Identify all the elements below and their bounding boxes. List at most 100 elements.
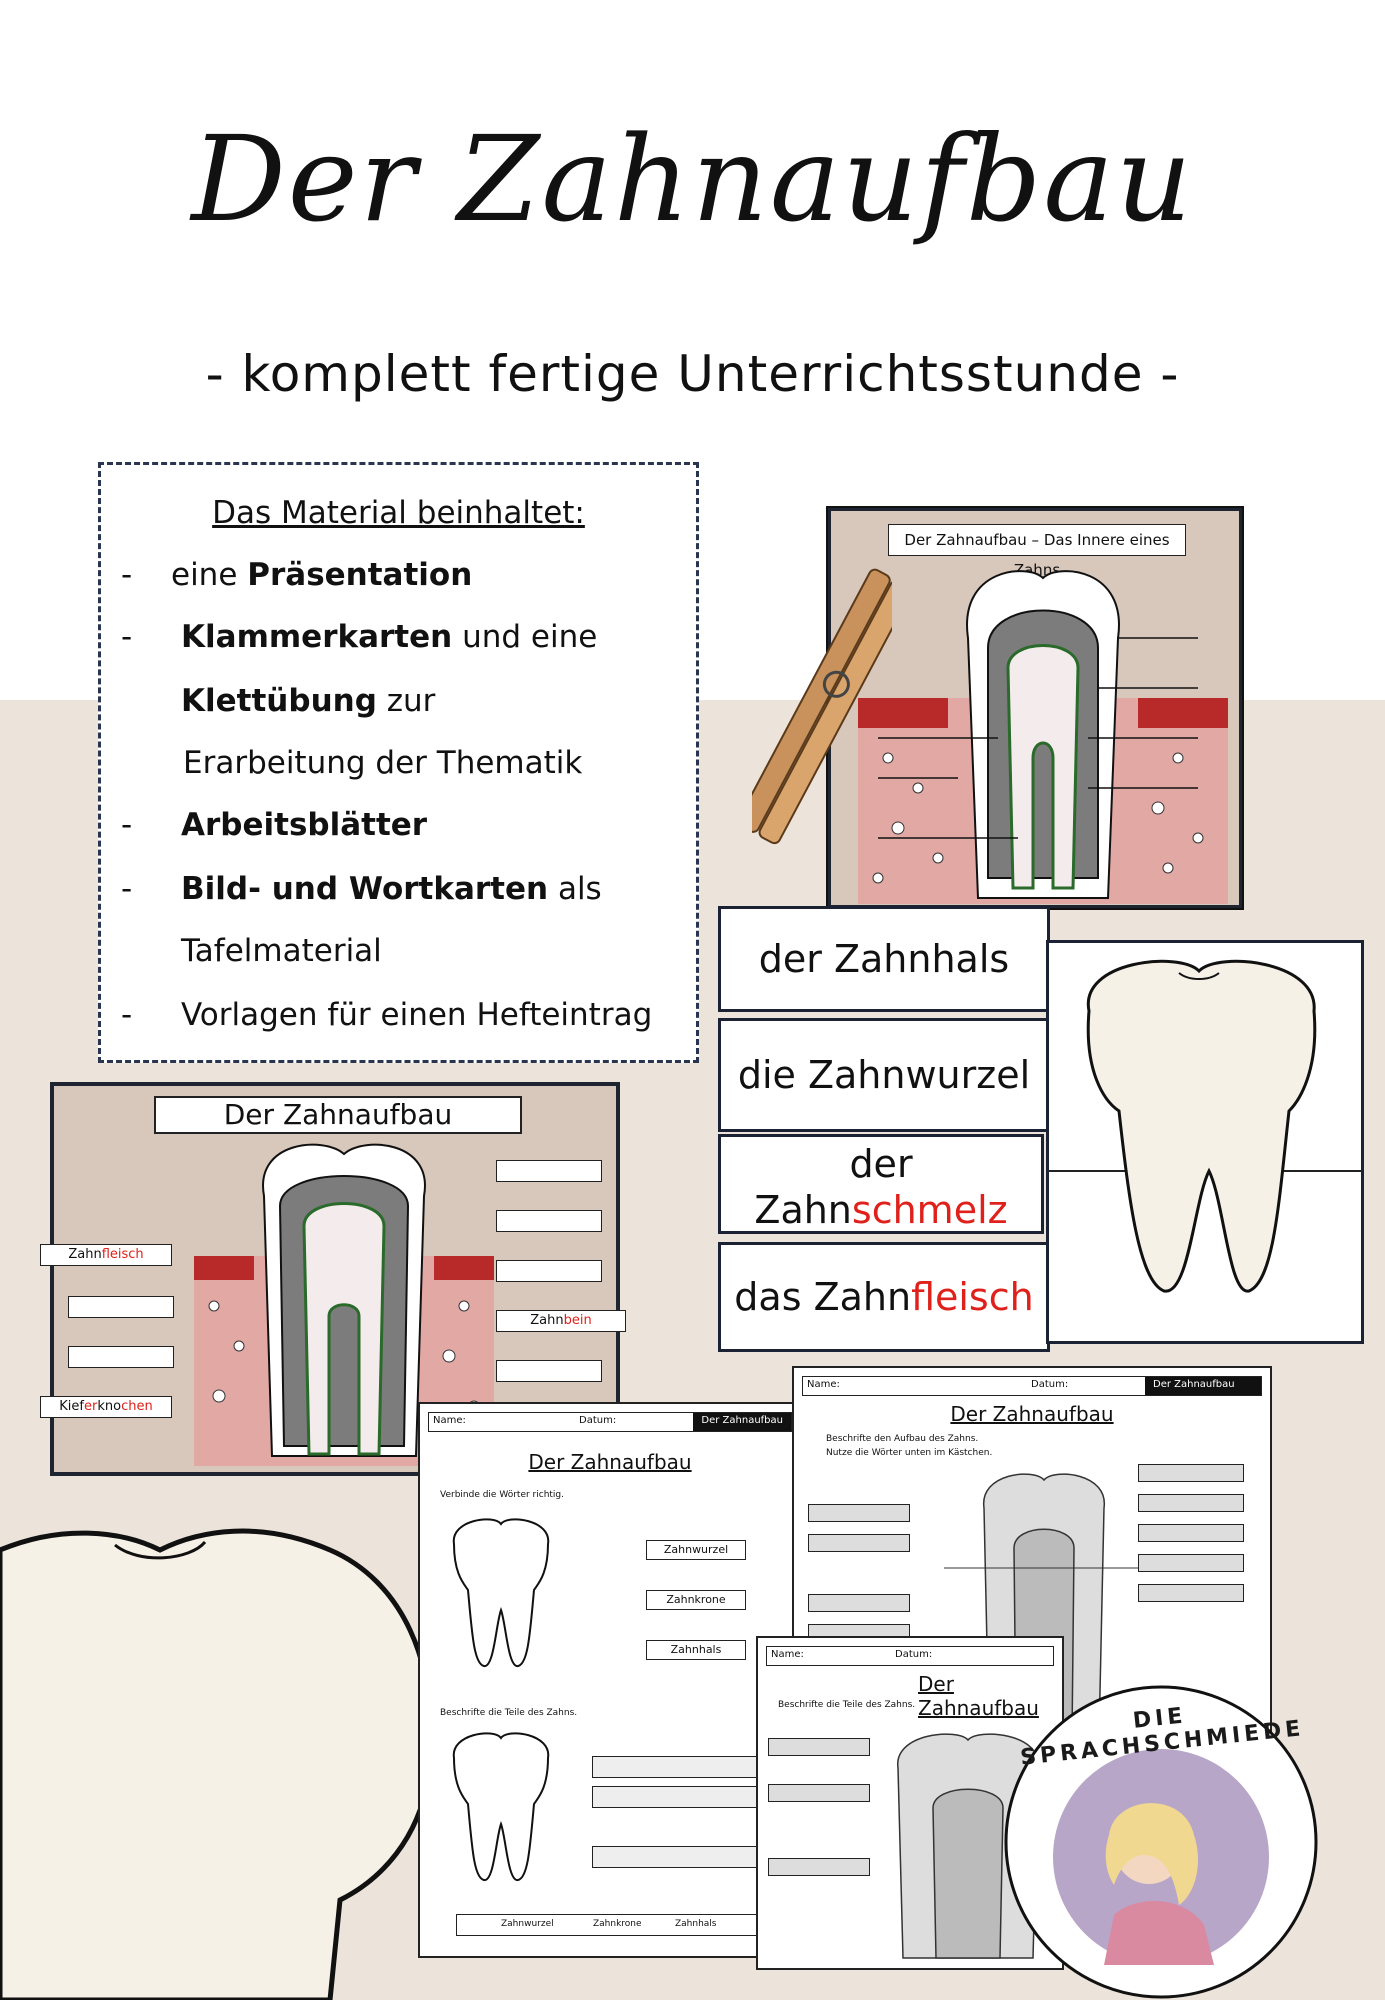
poster-label-blank <box>68 1346 174 1368</box>
material-list-item: Erarbeitung der Thematik <box>183 745 582 781</box>
word-option-text: Zahnhals <box>670 1643 722 1656</box>
name-field-label: Name: <box>433 1415 466 1426</box>
wordcard-text-highlight: fleisch <box>911 1275 1034 1319</box>
klammerkarte-title: Der Zahnaufbau – Das Innere eines Zahns <box>888 524 1186 579</box>
tooth-cross-section-outline <box>897 1733 1039 1959</box>
material-list-item: Bild- und Wortkarten als <box>181 871 602 907</box>
worksheet-header: Name: Datum: <box>766 1646 1054 1666</box>
word-box: Zahnwurzel Zahnkrone Zahnhals <box>456 1914 764 1936</box>
item-text: Tafelmaterial <box>181 933 382 969</box>
material-list-item: Vorlagen für einen Hefteintrag <box>181 997 652 1033</box>
wordcard-text: der <box>849 1142 913 1186</box>
material-list-item: eine Präsentation <box>171 557 472 593</box>
answer-line <box>768 1738 870 1756</box>
list-dash: - <box>121 807 133 843</box>
label-text: Zahn <box>68 1247 102 1262</box>
worksheet-title: Der Zahnaufbau <box>528 1450 692 1474</box>
date-field-label: Datum: <box>895 1649 933 1660</box>
tooth-outline-illustration <box>452 1732 550 1881</box>
label-text-highlight: chen <box>121 1399 153 1414</box>
answer-line <box>1138 1554 1244 1572</box>
item-text-bold: Klettübung <box>181 683 377 719</box>
answer-line <box>1138 1584 1244 1602</box>
wordcard-zahnfleisch: das Zahnfleisch <box>718 1242 1050 1352</box>
poster-label-zahnbein: Zahnbein <box>496 1310 626 1332</box>
list-dash: - <box>121 557 133 593</box>
wordcard-zahnschmelz: der Zahnschmelz <box>718 1134 1044 1234</box>
material-list-item: Tafelmaterial <box>181 933 382 969</box>
item-text: Erarbeitung der Thematik <box>183 745 583 781</box>
answer-line <box>1138 1464 1244 1482</box>
item-text-bold: Bild- und Wortkarten <box>181 871 549 907</box>
word-option-text: Zahnwurzel <box>663 1543 729 1556</box>
task-instruction: Nutze die Wörter unten im Kästchen. <box>826 1448 993 1458</box>
page-title: Der Zahnaufbau <box>191 110 1194 248</box>
item-text-bold: Klammerkarten <box>181 619 453 655</box>
worksheet-header: Name: Datum: Der Zahnaufbau <box>428 1412 792 1432</box>
word-option: Zahnkrone <box>646 1590 746 1610</box>
page-subtitle: - komplett fertige Unterrichtsstunde - <box>205 345 1180 403</box>
word-box-text: Zahnwurzel <box>501 1919 554 1929</box>
poster-label-kieferknochen: Kieferknochen <box>40 1396 172 1418</box>
item-text-bold: Präsentation <box>247 557 473 593</box>
wordcard-text: die Zahnwurzel <box>737 1053 1031 1097</box>
large-tooth-illustration <box>0 1528 434 2000</box>
label-text: kno <box>97 1399 122 1414</box>
worksheet-tag: Der Zahnaufbau <box>1145 1377 1261 1395</box>
poster-label-zahnfleisch: Zahnfleisch <box>40 1244 172 1266</box>
word-box-text: Zahnkrone <box>593 1919 642 1929</box>
poster-label-blank <box>496 1360 602 1382</box>
answer-line <box>768 1858 870 1876</box>
klammerkarte-preview: Der Zahnaufbau – Das Innere eines Zahns <box>826 506 1244 910</box>
list-dash: - <box>121 871 133 907</box>
wordcard-text: der Zahnhals <box>758 937 1010 981</box>
answer-line <box>808 1504 910 1522</box>
worksheet-title: Der Zahnaufbau <box>950 1402 1114 1426</box>
date-field-label: Datum: <box>1031 1379 1069 1390</box>
label-text: Zahn <box>530 1313 564 1328</box>
wordcard-text: Zahn <box>754 1188 852 1232</box>
word-box-text: Zahnhals <box>675 1919 717 1929</box>
item-text-bold: Arbeitsblätter <box>181 807 428 843</box>
material-list-item: Arbeitsblätter <box>181 807 427 843</box>
task-instruction: Verbinde die Wörter richtig. <box>440 1490 564 1500</box>
label-text-highlight: bein <box>563 1313 592 1328</box>
task-instruction: Beschrifte den Aufbau des Zahns. <box>826 1434 979 1444</box>
answer-line <box>808 1534 910 1552</box>
sprachschmiede-logo <box>1004 1685 1318 1999</box>
material-heading: Das Material beinhaltet: <box>212 495 585 531</box>
task-instruction: Beschrifte die Teile des Zahns. <box>440 1708 578 1718</box>
item-text: zur <box>376 683 436 719</box>
word-option: Zahnwurzel <box>646 1540 746 1560</box>
name-field-label: Name: <box>807 1379 840 1390</box>
material-list-item: Klettübung zur <box>181 683 435 719</box>
list-dash: - <box>121 997 133 1033</box>
poster-label-blank <box>496 1210 602 1232</box>
item-text: und eine <box>452 619 598 655</box>
label-text: Kief <box>59 1399 84 1414</box>
clothespin-illustration <box>752 568 892 845</box>
poster-label-blank <box>496 1160 602 1182</box>
task-instruction: Beschrifte die Teile des Zahns. <box>778 1700 916 1710</box>
worksheet-title: Der Zahnaufbau <box>918 1672 1039 1720</box>
name-field-label: Name: <box>771 1649 804 1660</box>
wordcard-text: das Zahn <box>734 1275 912 1319</box>
word-option: Zahnhals <box>646 1640 746 1660</box>
date-field-label: Datum: <box>579 1415 617 1426</box>
worksheet-verbinde: Name: Datum: Der Zahnaufbau Der Zahnaufb… <box>418 1402 802 1958</box>
poster-label-blank <box>496 1260 602 1282</box>
tooth-picture-card <box>1046 940 1364 1344</box>
answer-line <box>1138 1494 1244 1512</box>
wordcard-zahnhals: der Zahnhals <box>718 906 1050 1012</box>
answer-line <box>592 1786 764 1808</box>
item-text: als <box>548 871 602 907</box>
answer-line <box>768 1784 870 1802</box>
list-dash: - <box>121 619 133 655</box>
material-box: Das Material beinhaltet: - eine Präsentat… <box>98 462 699 1063</box>
label-text-highlight: fleisch <box>101 1247 144 1262</box>
item-text: eine <box>171 557 248 593</box>
poster-title: Der Zahnaufbau <box>154 1096 522 1134</box>
answer-line <box>592 1846 764 1868</box>
worksheet-front: Name: Datum: Der Zahnaufbau Beschrifte d… <box>756 1636 1064 1970</box>
tooth-cross-section-illustration <box>858 570 1228 904</box>
